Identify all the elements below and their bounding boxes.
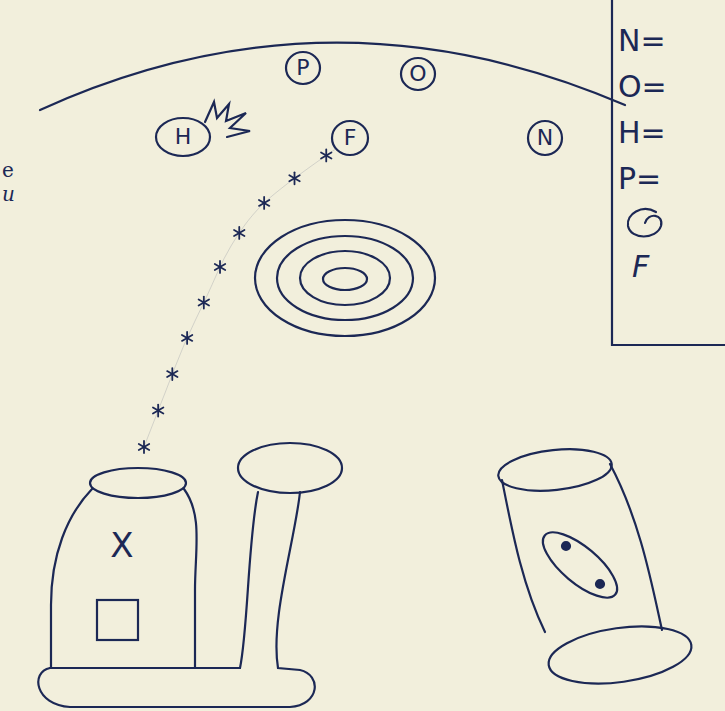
asterisk (289, 172, 299, 184)
asterisk (153, 405, 163, 417)
text-fragment: u (2, 184, 15, 204)
text-fragment: e (2, 160, 14, 180)
node-letter: N (537, 127, 553, 149)
trail-path (144, 149, 335, 447)
node-letter: X (110, 528, 133, 562)
legend-entry: O= (618, 72, 667, 102)
asterisk (321, 149, 331, 161)
element-circle: N (527, 120, 563, 156)
legend-entry: N= (618, 26, 666, 56)
element-circle: O (400, 57, 436, 91)
node-letter: F (344, 127, 357, 149)
jar-outline (45, 465, 195, 668)
asterisk (139, 441, 149, 453)
legend-frame (612, 0, 725, 345)
asterisk (167, 368, 177, 380)
legend-entry: P= (618, 164, 661, 194)
jar-base-and-tube (38, 443, 342, 707)
target-rings (255, 220, 435, 336)
node-letter: P (296, 57, 309, 79)
asterisk-trail (139, 149, 335, 453)
asterisk (199, 297, 209, 309)
node-letter: H (175, 126, 192, 148)
spikes (205, 102, 250, 137)
orbit-arc (40, 43, 625, 110)
element-circle: F (331, 120, 369, 156)
asterisk (234, 227, 244, 239)
element-circle: P (285, 51, 321, 85)
legend-entry: H= (618, 118, 666, 148)
jar-vessel: X (45, 465, 195, 668)
right-jar (496, 444, 695, 692)
asterisk (182, 332, 192, 344)
legend-entry: F (632, 252, 649, 282)
asterisk (215, 261, 225, 273)
element-circle: H (155, 117, 211, 157)
node-letter: O (409, 63, 426, 85)
asterisk (259, 197, 269, 209)
